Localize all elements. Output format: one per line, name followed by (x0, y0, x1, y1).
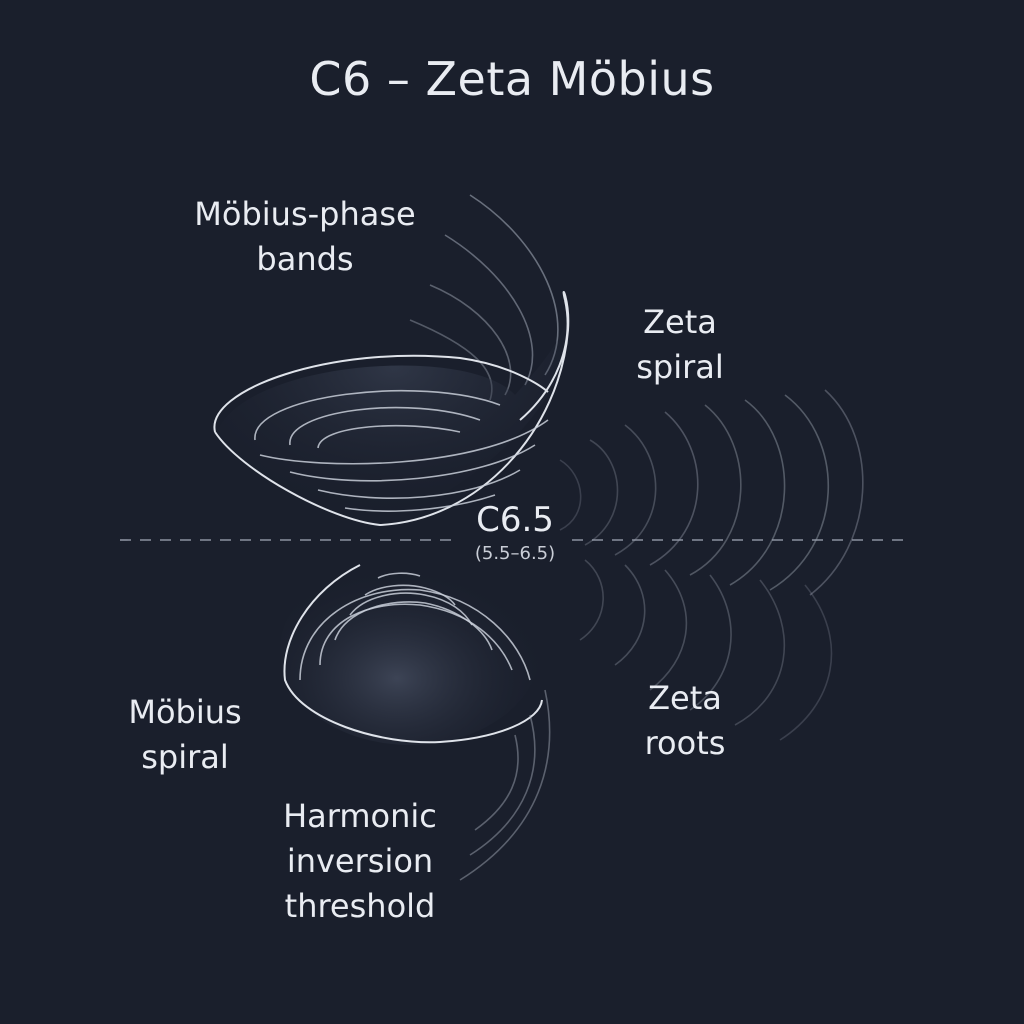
label-harmonic-inversion-threshold: Harmonic inversion threshold (255, 794, 465, 929)
label-line: roots (644, 724, 726, 762)
label-line: Zeta (648, 679, 722, 717)
threshold-name: C6.5 (476, 500, 554, 540)
label-line: Zeta (643, 303, 717, 341)
label-line: Möbius-phase (194, 195, 416, 233)
threshold-range: (5.5–6.5) (474, 543, 556, 564)
label-mobius-spiral: Möbius spiral (110, 690, 260, 780)
upper-funnel (213, 291, 570, 527)
label-line: inversion (286, 842, 434, 880)
label-mobius-phase-bands: Möbius-phase bands (180, 192, 430, 282)
label-line: spiral (636, 348, 724, 386)
label-line: Möbius (128, 693, 242, 731)
label-zeta-spiral: Zeta spiral (610, 300, 750, 390)
diagram-title: C6 – Zeta Möbius (309, 52, 715, 106)
label-line: spiral (141, 738, 229, 776)
label-zeta-roots: Zeta roots (615, 676, 755, 766)
zeta-spiral-arcs (559, 389, 864, 741)
threshold-label: C6.5 (5.5–6.5) (420, 500, 610, 568)
lower-funnel (280, 555, 551, 881)
label-line: threshold (284, 887, 436, 925)
label-line: Harmonic (283, 797, 437, 835)
label-line: bands (256, 240, 354, 278)
